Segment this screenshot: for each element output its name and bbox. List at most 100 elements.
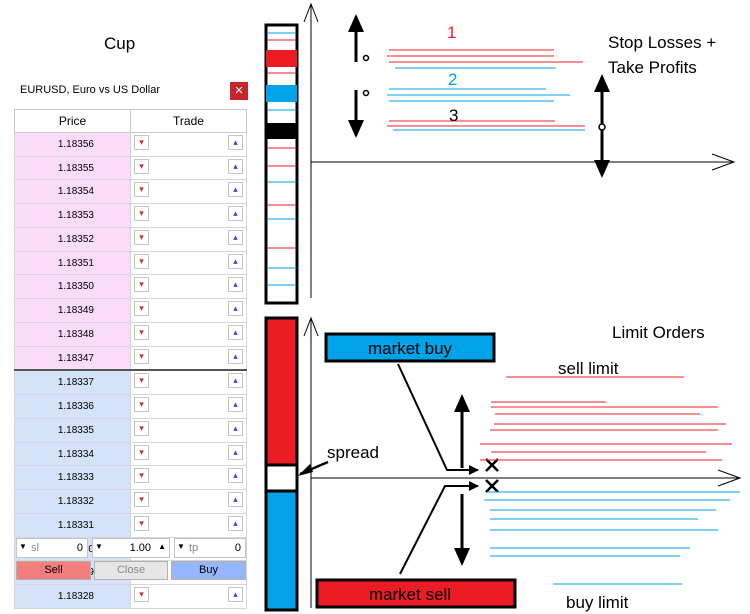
chevron-up-icon[interactable]: ▴ <box>228 444 243 460</box>
price-cell: 1.18353 <box>14 203 131 228</box>
trade-cell[interactable]: ▾▴ <box>130 274 247 300</box>
trade-cell[interactable]: ▾▴ <box>130 250 247 276</box>
chevron-down-icon[interactable]: ▼ <box>19 542 27 551</box>
stop-take-title-line2: Take Profits <box>608 58 697 77</box>
trade-cell[interactable]: ▾▴ <box>130 394 247 419</box>
take-profit-stepper[interactable]: ▼ tp 0 <box>174 538 246 558</box>
chevron-up-icon[interactable]: ▴ <box>228 515 243 531</box>
chevron-down-icon[interactable]: ▾ <box>134 421 149 436</box>
chevron-up-icon[interactable]: ▴ <box>228 348 243 364</box>
cup-title: Cup <box>104 34 136 53</box>
chevron-down-icon[interactable]: ▾ <box>134 158 149 174</box>
chevron-up-icon[interactable]: ▴ <box>228 587 243 603</box>
chevron-down-icon[interactable]: ▾ <box>134 397 149 413</box>
close-icon[interactable]: ✕ <box>230 82 248 100</box>
close-button[interactable]: Close <box>94 561 168 580</box>
trade-cell[interactable]: ▾▴ <box>130 584 247 609</box>
price-cell: 1.18355 <box>14 155 131 181</box>
trade-cell[interactable]: ▾▴ <box>130 512 247 538</box>
chevron-up-icon[interactable]: ▴ <box>228 301 243 317</box>
chevron-down-icon[interactable]: ▼ <box>95 542 103 551</box>
ask-row: 1.18351▾▴ <box>14 250 247 276</box>
trade-cell[interactable]: ▾▴ <box>130 179 247 205</box>
market-sell-box <box>315 578 517 609</box>
chevron-up-icon[interactable]: ▴ <box>228 468 243 484</box>
chevron-down-icon[interactable]: ▾ <box>134 135 149 150</box>
order-controls: ▼ sl 0 ▼ 1.00 ▲ ▼ tp 0 <box>16 538 246 558</box>
price-cell: 1.18337 <box>14 369 131 396</box>
chevron-down-icon[interactable]: ▾ <box>134 348 149 364</box>
chevron-down-icon[interactable]: ▾ <box>134 324 149 340</box>
chevron-up-icon[interactable]: ▴ <box>228 229 243 245</box>
chevron-down-icon[interactable]: ▾ <box>134 587 149 603</box>
trade-cell[interactable]: ▾▴ <box>130 369 247 396</box>
buy-button[interactable]: Buy <box>171 561 246 580</box>
bid-row: 1.18331▾▴ <box>14 512 247 538</box>
price-cell: 1.18334 <box>14 441 131 467</box>
chevron-up-icon[interactable]: ▴ <box>228 373 243 389</box>
trade-cell[interactable]: ▾▴ <box>130 418 247 443</box>
chevron-down-icon[interactable]: ▾ <box>134 253 149 269</box>
trade-cell[interactable]: ▾▴ <box>130 226 247 252</box>
stop-loss-value[interactable]: 0 <box>76 542 83 554</box>
chevron-down-icon[interactable]: ▾ <box>134 206 149 222</box>
chevron-up-icon[interactable]: ▴ <box>228 206 243 222</box>
level-label-1: 1 <box>447 23 456 42</box>
ask-row: 1.18356▾▴ <box>14 132 247 157</box>
ask-row: 1.18349▾▴ <box>14 298 247 323</box>
chevron-down-icon[interactable]: ▾ <box>134 182 149 198</box>
chevron-up-icon[interactable]: ▴ <box>228 324 243 340</box>
price-cell: 1.18354 <box>14 179 131 205</box>
trade-cell[interactable]: ▾▴ <box>130 321 247 347</box>
bid-row: 1.18337▾▴ <box>14 369 247 396</box>
trade-cell[interactable]: ▾▴ <box>130 298 247 323</box>
stop-loss-stepper[interactable]: ▼ sl 0 <box>16 538 88 558</box>
take-profit-value[interactable]: 0 <box>234 542 241 554</box>
trade-cell[interactable]: ▾▴ <box>130 345 247 371</box>
chevron-down-icon[interactable]: ▾ <box>134 468 149 484</box>
ask-row: 1.18352▾▴ <box>14 226 247 252</box>
chevron-up-icon[interactable]: ▴ <box>228 397 243 413</box>
chevron-down-icon[interactable]: ▾ <box>134 373 149 389</box>
bottom-axes <box>303 316 742 608</box>
level-group-2 <box>387 88 570 102</box>
column-header-price: Price <box>14 109 131 133</box>
symbol-title: EURUSD, Euro vs US Dollar <box>20 84 160 96</box>
trade-cell[interactable]: ▾▴ <box>130 441 247 467</box>
chevron-up-icon[interactable]: ▴ <box>228 421 243 436</box>
chevron-up-icon[interactable]: ▴ <box>228 253 243 269</box>
trade-cell[interactable]: ▾▴ <box>130 465 247 491</box>
ask-row: 1.18350▾▴ <box>14 274 247 300</box>
chevron-down-icon[interactable]: ▾ <box>134 277 149 293</box>
chevron-down-icon[interactable]: ▼ <box>177 542 185 551</box>
chevron-down-icon[interactable]: ▾ <box>134 492 149 508</box>
ask-row: 1.18348▾▴ <box>14 321 247 347</box>
price-cell: 1.18333 <box>14 465 131 491</box>
sell-limit-levels <box>480 376 732 461</box>
level-label-3: 3 <box>449 106 458 125</box>
chevron-up-icon[interactable]: ▲ <box>158 542 166 551</box>
chevron-up-icon[interactable]: ▴ <box>228 135 243 150</box>
top-arrows <box>348 14 610 178</box>
chevron-down-icon[interactable]: ▾ <box>134 301 149 317</box>
sell-button[interactable]: Sell <box>16 561 91 580</box>
volume-stepper[interactable]: ▼ 1.00 ▲ <box>92 538 170 558</box>
chevron-down-icon[interactable]: ▾ <box>134 229 149 245</box>
sell-limit-label: sell limit <box>558 359 619 378</box>
chevron-up-icon[interactable]: ▴ <box>228 158 243 174</box>
level-label-2: 2 <box>448 70 457 89</box>
chevron-up-icon[interactable]: ▴ <box>228 277 243 293</box>
chevron-down-icon[interactable]: ▾ <box>134 444 149 460</box>
trade-cell[interactable]: ▾▴ <box>130 132 247 157</box>
price-cell: 1.18352 <box>14 226 131 252</box>
chevron-down-icon[interactable]: ▾ <box>134 515 149 531</box>
limit-orders-title: Limit Orders <box>612 323 705 342</box>
level-group-3 <box>387 120 585 131</box>
chevron-up-icon[interactable]: ▴ <box>228 492 243 508</box>
price-cell: 1.18332 <box>14 489 131 514</box>
trade-cell[interactable]: ▾▴ <box>130 203 247 228</box>
volume-value[interactable]: 1.00 <box>129 542 151 554</box>
chevron-up-icon[interactable]: ▴ <box>228 182 243 198</box>
limit-arrows <box>454 394 470 566</box>
spread-arrow-head <box>298 464 313 476</box>
